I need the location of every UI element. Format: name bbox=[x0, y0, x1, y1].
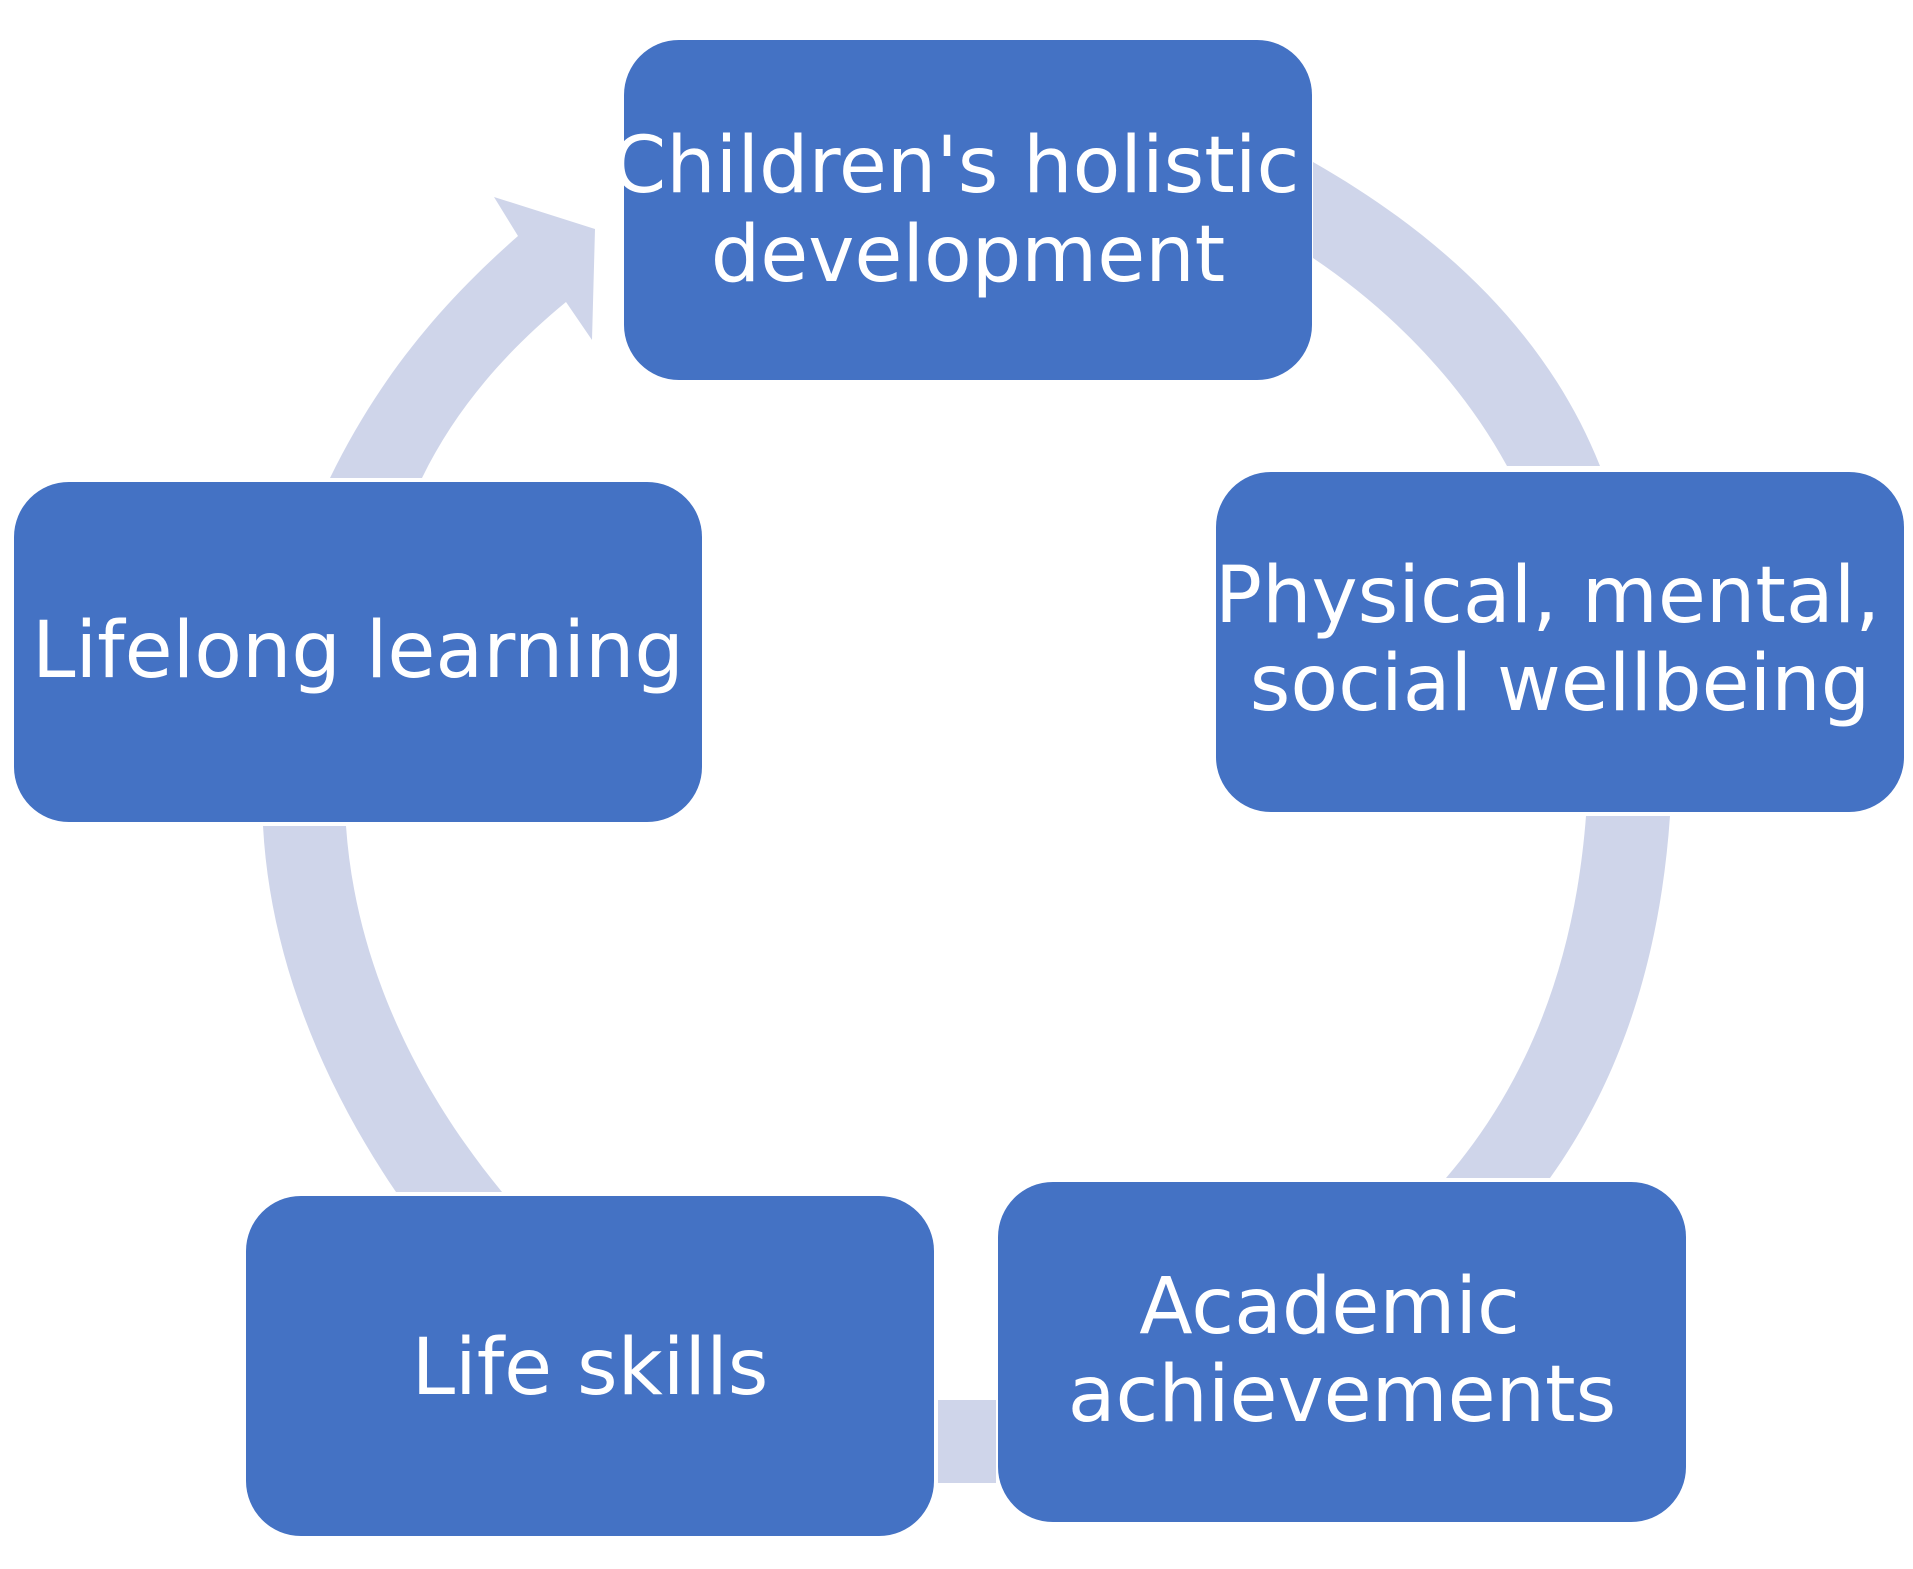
arc-lifeskills-to-lifelong bbox=[263, 826, 502, 1192]
arc-wellbeing-to-academic bbox=[1446, 816, 1670, 1178]
node-lifelong-learning-line-1: Lifelong learning bbox=[32, 606, 684, 696]
node-academic-line-2: achievements bbox=[1068, 1350, 1617, 1440]
arc-academic-to-lifeskills bbox=[938, 1400, 996, 1483]
svg-text:Physical, mental, social: Physical, mental, social wellbeing bbox=[1215, 551, 1905, 729]
node-academic-line-1: Academic bbox=[1139, 1262, 1520, 1352]
node-wellbeing-line-1: Physical, mental, bbox=[1215, 551, 1880, 641]
node-wellbeing-line-2: social wellbeing bbox=[1250, 639, 1870, 729]
arc-lifelong-to-holistic bbox=[330, 197, 595, 478]
node-life-skills: Life skills bbox=[246, 1196, 934, 1536]
node-holistic-development-line-2: development bbox=[711, 210, 1226, 300]
node-academic: Academic achievements bbox=[998, 1182, 1686, 1522]
arc-holistic-to-wellbeing bbox=[1313, 162, 1600, 466]
node-holistic-development: Children's holistic development bbox=[612, 40, 1324, 380]
svg-text:Lifelong learning: Lifelong learning bbox=[32, 606, 684, 696]
svg-text:Life skills: Life skills bbox=[412, 1323, 769, 1413]
node-life-skills-line-1: Life skills bbox=[412, 1323, 769, 1413]
node-lifelong-learning: Lifelong learning bbox=[14, 482, 702, 822]
node-wellbeing: Physical, mental, social wellbeing bbox=[1215, 472, 1905, 812]
node-holistic-development-line-1: Children's holistic bbox=[612, 121, 1300, 211]
svg-text:Academic achievements: Academic achievements bbox=[1068, 1262, 1617, 1440]
svg-text:Children's holistic deve: Children's holistic development bbox=[612, 121, 1324, 300]
